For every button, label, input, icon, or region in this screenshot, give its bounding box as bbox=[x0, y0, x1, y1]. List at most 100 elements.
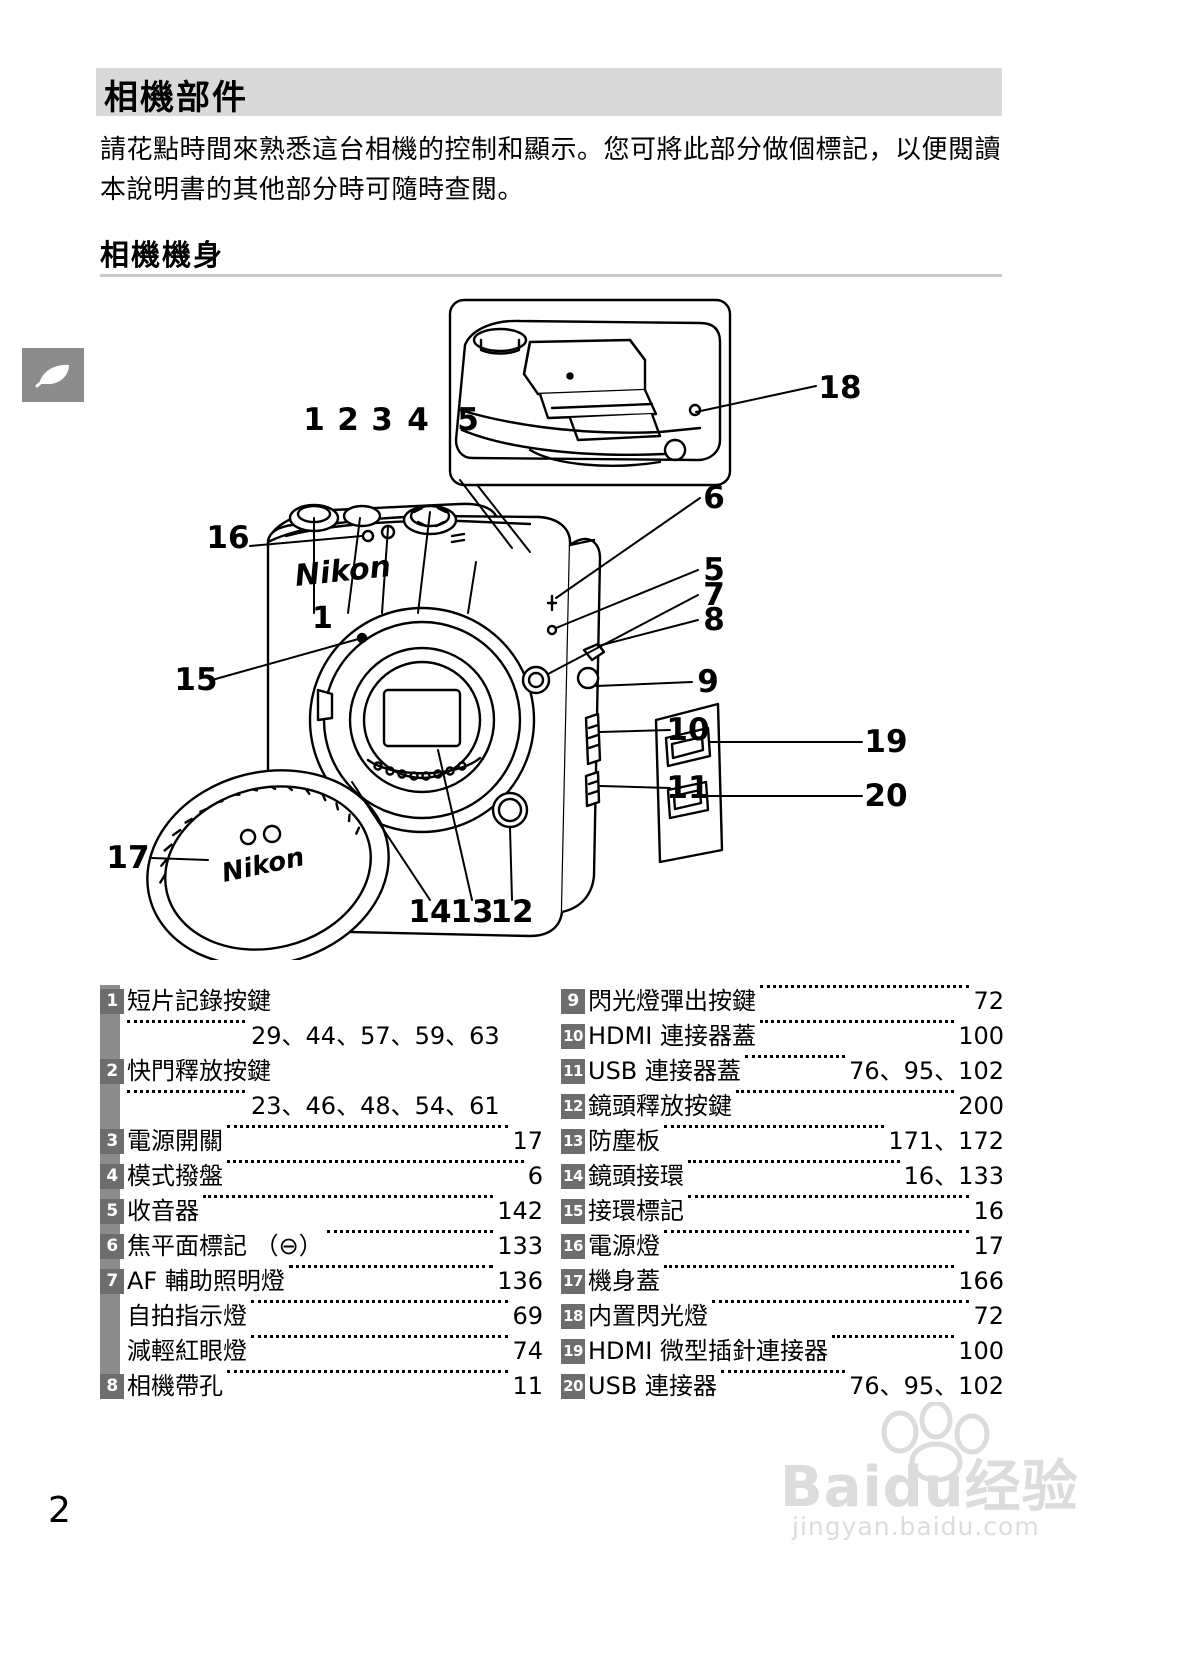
list-item: 18 内置閃光燈 72 bbox=[561, 1300, 1004, 1333]
list-item: 17 機身蓋 166 bbox=[561, 1265, 1004, 1298]
dot-leader bbox=[127, 1090, 245, 1093]
part-number: 10 bbox=[561, 1024, 585, 1049]
dot-leader bbox=[664, 1265, 955, 1268]
part-label: HDMI 微型插針連接器 bbox=[588, 1337, 828, 1365]
dot-leader bbox=[127, 1020, 245, 1023]
list-item: 9 閃光燈彈出按鍵 72 bbox=[561, 985, 1004, 1018]
part-pages: 16 bbox=[973, 1197, 1004, 1225]
callout-18: 18 bbox=[818, 370, 861, 406]
part-label: 自拍指示燈 bbox=[127, 1302, 247, 1330]
list-item: 10 HDMI 連接器蓋 100 bbox=[561, 1020, 1004, 1053]
section-heading-bar: 相機部件 bbox=[96, 68, 1002, 118]
part-number: 17 bbox=[561, 1269, 585, 1294]
dot-leader bbox=[688, 1160, 900, 1163]
part-number: 8 bbox=[100, 1374, 124, 1399]
camera-diagram-svg: Nikon 1 bbox=[106, 298, 908, 960]
part-number: 20 bbox=[561, 1374, 585, 1399]
part-label: 收音器 bbox=[127, 1197, 199, 1225]
part-pages: 11 bbox=[512, 1372, 543, 1400]
part-label: 接環標記 bbox=[588, 1197, 684, 1225]
list-item: 3 電源開關 17 bbox=[100, 1125, 543, 1158]
part-label: 減輕紅眼燈 bbox=[127, 1337, 247, 1365]
leaf-icon bbox=[35, 364, 69, 388]
dot-leader bbox=[760, 985, 970, 988]
brand-one-text: 1 bbox=[312, 601, 333, 636]
part-label: 鏡頭接環 bbox=[588, 1162, 684, 1190]
page-number: 2 bbox=[48, 1490, 71, 1531]
dot-leader bbox=[203, 1195, 494, 1198]
part-label: 短片記錄按鍵 bbox=[127, 987, 271, 1015]
part-label: 電源燈 bbox=[588, 1232, 660, 1260]
part-number: 19 bbox=[561, 1339, 585, 1364]
callout-1: 1 bbox=[303, 402, 325, 438]
callout-19: 19 bbox=[864, 724, 907, 760]
dot-leader bbox=[688, 1195, 970, 1198]
callout-7: 7 bbox=[703, 577, 725, 613]
part-number: 4 bbox=[100, 1164, 124, 1189]
list-item: 4 模式撥盤 6 bbox=[100, 1160, 543, 1193]
part-label: 相機帶孔 bbox=[127, 1372, 223, 1400]
part-label: 内置閃光燈 bbox=[588, 1302, 708, 1330]
part-pages: 16、133 bbox=[903, 1162, 1004, 1190]
callout-5b: 5 bbox=[703, 552, 725, 588]
list-item-continuation: 23、46、48、54、61 bbox=[100, 1090, 543, 1123]
dot-leader bbox=[251, 1335, 509, 1338]
dot-leader bbox=[712, 1300, 970, 1303]
callout-13: 13 bbox=[450, 894, 493, 930]
part-number: 2 bbox=[100, 1059, 124, 1084]
parts-list: 1 短片記錄按鍵 29、44、57、59、63 2 快門釋放按鍵 23、46、4… bbox=[100, 985, 1004, 1405]
callout-20: 20 bbox=[864, 778, 907, 814]
part-label: 閃光燈彈出按鍵 bbox=[588, 987, 756, 1015]
callout-17: 17 bbox=[106, 840, 149, 876]
dot-leader bbox=[759, 1020, 955, 1023]
part-pages: 142 bbox=[497, 1197, 543, 1225]
part-pages: 76、95、102 bbox=[849, 1057, 1004, 1085]
part-number: 9 bbox=[561, 989, 585, 1014]
list-item: 1 短片記錄按鍵 bbox=[100, 985, 543, 1018]
subsection-title: 相機機身 bbox=[100, 238, 225, 272]
callout-16: 16 bbox=[206, 520, 249, 556]
list-subitem: 減輕紅眼燈 74 bbox=[100, 1335, 543, 1368]
page-title: 相機部件 bbox=[104, 78, 248, 118]
dot-leader bbox=[831, 1335, 955, 1338]
callout-3: 3 bbox=[371, 402, 393, 438]
part-pages: 100 bbox=[958, 1022, 1004, 1050]
watermark-subtext: jingyan.baidu.com bbox=[792, 1512, 1040, 1541]
part-label: USB 連接器 bbox=[588, 1372, 717, 1400]
part-pages: 166 bbox=[958, 1267, 1004, 1295]
callout-8: 8 bbox=[703, 602, 725, 638]
paw-icon bbox=[881, 1402, 990, 1482]
part-number: 11 bbox=[561, 1059, 585, 1084]
part-pages: 72 bbox=[973, 987, 1004, 1015]
part-pages: 72 bbox=[973, 1302, 1004, 1330]
list-item: 14 鏡頭接環 16、133 bbox=[561, 1160, 1004, 1193]
dot-leader bbox=[736, 1090, 955, 1093]
dot-leader bbox=[251, 1300, 509, 1303]
part-pages: 171、172 bbox=[888, 1127, 1004, 1155]
callout-14: 14 bbox=[408, 894, 451, 930]
list-item: 5 收音器 142 bbox=[100, 1195, 543, 1228]
part-label: 鏡頭釋放按鍵 bbox=[588, 1092, 732, 1120]
dot-leader bbox=[227, 1160, 524, 1163]
subsection-rule bbox=[100, 274, 1002, 277]
dot-leader bbox=[744, 1055, 846, 1058]
part-number: 13 bbox=[561, 1129, 585, 1154]
list-item: 6 焦平面標記 （⊖） 133 bbox=[100, 1230, 543, 1263]
part-number: 6 bbox=[100, 1234, 124, 1259]
part-label: AF 輔助照明燈 bbox=[127, 1267, 285, 1295]
list-item: 2 快門釋放按鍵 bbox=[100, 1055, 543, 1088]
part-number: 18 bbox=[561, 1304, 585, 1329]
part-label: 機身蓋 bbox=[588, 1267, 660, 1295]
list-item-continuation: 29、44、57、59、63 bbox=[100, 1020, 543, 1053]
list-item: 7 AF 輔助照明燈 136 bbox=[100, 1265, 543, 1298]
dot-leader bbox=[227, 1125, 509, 1128]
callout-12: 12 bbox=[490, 894, 533, 930]
list-item: 20 USB 連接器 76、95、102 bbox=[561, 1370, 1004, 1403]
callout-11: 11 bbox=[666, 770, 709, 806]
part-number: 12 bbox=[561, 1094, 585, 1119]
section-tab bbox=[22, 348, 84, 402]
part-number: 5 bbox=[100, 1199, 124, 1224]
callout-6: 6 bbox=[703, 480, 725, 516]
callout-4: 4 bbox=[407, 402, 429, 438]
